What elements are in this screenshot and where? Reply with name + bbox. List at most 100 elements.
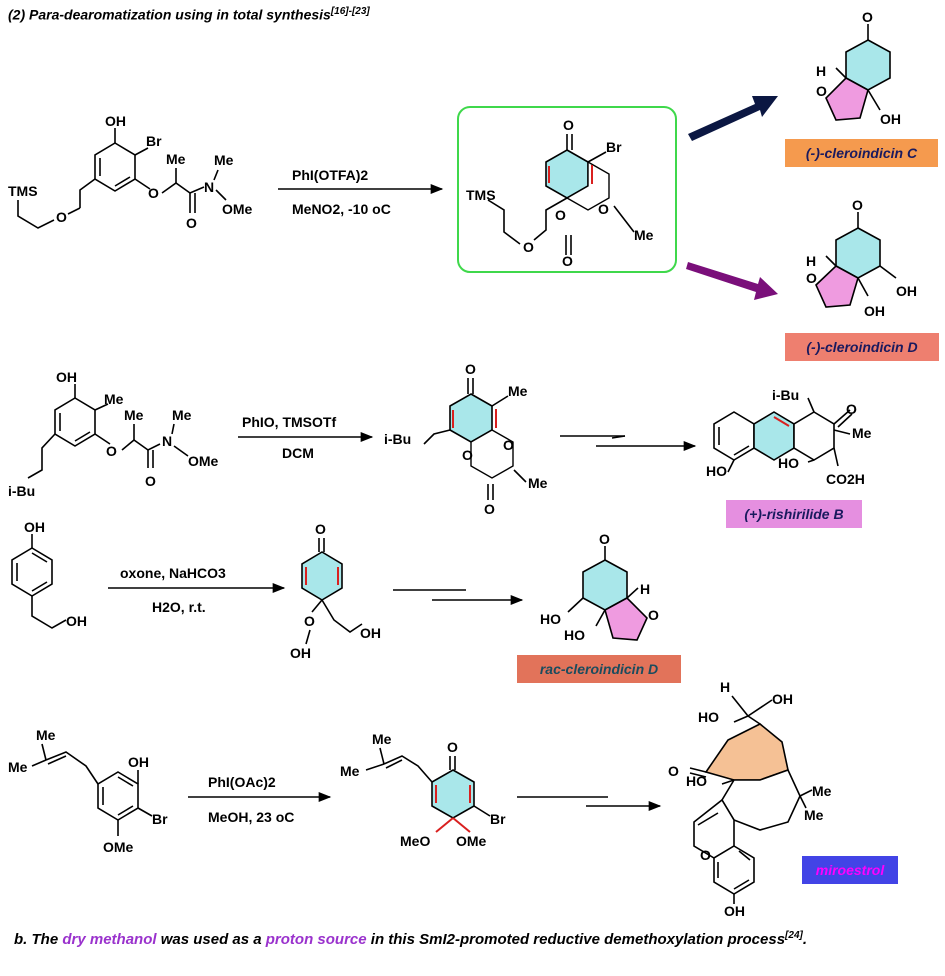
svg-text:Me: Me	[852, 425, 872, 441]
svg-text:OH: OH	[105, 113, 126, 129]
svg-text:O: O	[648, 607, 659, 623]
svg-text:i-Bu: i-Bu	[8, 483, 35, 499]
dimethoxy-dienone: O Br MeO OMe Me Me	[340, 731, 506, 849]
svg-text:O: O	[106, 443, 117, 459]
svg-text:HO: HO	[564, 627, 585, 643]
svg-text:Br: Br	[146, 133, 162, 149]
svg-text:Me: Me	[104, 391, 124, 407]
svg-text:O: O	[563, 117, 574, 133]
svg-text:i-Bu: i-Bu	[384, 431, 411, 447]
rishirilide-b-structure: HO i-Bu O Me HO CO2H	[706, 387, 872, 487]
svg-text:OH: OH	[772, 691, 793, 707]
svg-text:HO: HO	[706, 463, 727, 479]
svg-text:O: O	[555, 207, 566, 223]
svg-text:O: O	[598, 201, 609, 217]
badge-miroestrol: miroestrol	[802, 856, 898, 884]
footnote: b. The dry methanol was used as a proton…	[14, 930, 808, 948]
dienone-intermediate: O Br O O O Me O TMS	[466, 117, 654, 269]
svg-text:O: O	[862, 9, 873, 25]
svg-text:OH: OH	[360, 625, 381, 641]
arrow-to-cleroindicin-c	[688, 96, 778, 141]
svg-text:O: O	[806, 270, 817, 286]
svg-text:HO: HO	[778, 455, 799, 471]
svg-text:Me: Me	[166, 151, 186, 167]
miroestrol-structure: H OH HO O HO Me Me O OH	[668, 679, 832, 919]
svg-text:O: O	[465, 361, 476, 377]
svg-text:MeNO2, -10 oC: MeNO2, -10 oC	[292, 201, 391, 217]
svg-text:Me: Me	[804, 807, 824, 823]
svg-text:O: O	[148, 185, 159, 201]
svg-text:OH: OH	[56, 369, 77, 385]
dienone-2: O Me O O O Me i-Bu	[384, 361, 548, 517]
svg-text:O: O	[599, 531, 610, 547]
svg-text:O: O	[816, 83, 827, 99]
svg-text:Me: Me	[528, 475, 548, 491]
svg-text:OH: OH	[128, 754, 149, 770]
svg-text:Me: Me	[214, 152, 234, 168]
svg-text:O: O	[503, 437, 514, 453]
svg-text:OH: OH	[896, 283, 917, 299]
substrate-2: OH Me O Me O N Me OMe i-Bu	[8, 369, 219, 499]
svg-text:O: O	[484, 501, 495, 517]
svg-text:OMe: OMe	[103, 839, 134, 855]
svg-text:OH: OH	[66, 613, 87, 629]
cleroindicin-c-structure: O O H OH	[816, 9, 901, 127]
svg-text:O: O	[315, 521, 326, 537]
svg-text:N: N	[162, 433, 172, 449]
svg-text:PhI(OTFA)2: PhI(OTFA)2	[292, 167, 368, 183]
svg-text:oxone, NaHCO3: oxone, NaHCO3	[120, 565, 226, 581]
svg-text:OH: OH	[864, 303, 885, 319]
svg-text:MeO: MeO	[400, 833, 430, 849]
svg-text:PhIO, TMSOTf: PhIO, TMSOTf	[242, 414, 336, 430]
substrate-1: OH Br O Me O N Me OMe O TMS	[8, 113, 253, 231]
svg-text:OMe: OMe	[456, 833, 487, 849]
svg-text:O: O	[852, 197, 863, 213]
svg-text:Me: Me	[8, 759, 28, 775]
svg-text:H: H	[640, 581, 650, 597]
svg-text:H2O, r.t.: H2O, r.t.	[152, 599, 206, 615]
svg-text:CO2H: CO2H	[826, 471, 865, 487]
svg-text:O: O	[145, 473, 156, 489]
svg-text:Br: Br	[606, 139, 622, 155]
svg-text:OMe: OMe	[222, 201, 253, 217]
intermediate-box	[457, 106, 677, 273]
svg-text:OH: OH	[24, 519, 45, 535]
svg-text:O: O	[447, 739, 458, 755]
svg-text:Me: Me	[812, 783, 832, 799]
badge-cleroindicin-d: (-)-cleroindicin D	[785, 333, 939, 361]
svg-text:PhI(OAc)2: PhI(OAc)2	[208, 774, 276, 790]
badge-cleroindicin-c: (-)-cleroindicin C	[785, 139, 938, 167]
svg-text:Me: Me	[36, 727, 56, 743]
svg-text:Br: Br	[152, 811, 168, 827]
svg-text:O: O	[523, 239, 534, 255]
svg-text:O: O	[668, 763, 679, 779]
svg-text:Br: Br	[490, 811, 506, 827]
svg-text:TMS: TMS	[8, 183, 38, 199]
substrate-4: OH Br OMe Me Me	[8, 727, 168, 855]
svg-text:i-Bu: i-Bu	[772, 387, 799, 403]
svg-text:H: H	[816, 63, 826, 79]
svg-text:O: O	[462, 447, 473, 463]
svg-text:Me: Me	[340, 763, 360, 779]
svg-text:O: O	[846, 401, 857, 417]
svg-text:H: H	[806, 253, 816, 269]
svg-text:MeOH, 23 oC: MeOH, 23 oC	[208, 809, 294, 825]
badge-rac-cleroindicin-d: rac-cleroindicin D	[517, 655, 681, 683]
svg-text:Me: Me	[634, 227, 654, 243]
section-title: (2) Para-dearomatization using in total …	[8, 6, 370, 23]
svg-text:OMe: OMe	[188, 453, 219, 469]
svg-text:HO: HO	[540, 611, 561, 627]
rac-cleroindicin-d-structure: O O H HO HO	[540, 531, 659, 643]
svg-text:TMS: TMS	[466, 187, 496, 203]
svg-text:DCM: DCM	[282, 445, 314, 461]
svg-text:O: O	[56, 209, 67, 225]
svg-text:O: O	[562, 253, 573, 269]
svg-text:OH: OH	[880, 111, 901, 127]
svg-text:HO: HO	[698, 709, 719, 725]
peroxy-dienone: O O OH OH	[290, 521, 381, 661]
svg-text:Me: Me	[372, 731, 392, 747]
svg-text:HO: HO	[686, 773, 707, 789]
svg-text:Me: Me	[172, 407, 192, 423]
svg-text:Me: Me	[124, 407, 144, 423]
substrate-3: OH OH	[11, 519, 87, 629]
